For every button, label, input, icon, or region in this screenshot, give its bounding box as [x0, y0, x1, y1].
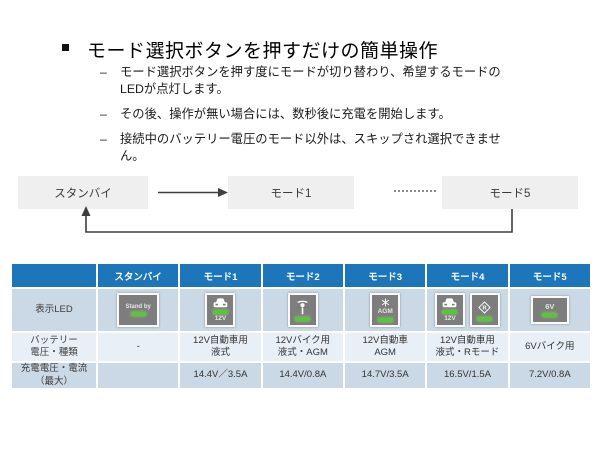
table-header-mode4: モード4: [427, 264, 508, 287]
mode5-voltage-label: 6V: [545, 302, 555, 312]
list-item: – その後、操作が無い場合には、数秒後に充電を開始します。: [100, 106, 540, 123]
mode5-led-tile: 6V: [530, 296, 569, 324]
green-led-bar: [212, 309, 228, 314]
bullet-dash: –: [100, 65, 107, 79]
led-cell-mode1: 12V: [180, 289, 261, 331]
charge-cell-standby: [98, 363, 179, 388]
mode-table: スタンバイ モード1 モード2 モード3 モード4 モード5 表示LED Sta…: [12, 264, 590, 388]
charge-cell-mode5: 7.2V/0.8A: [509, 363, 590, 388]
table-header-mode2: モード2: [262, 264, 343, 287]
led-cell-mode2: [262, 289, 343, 331]
r-diamond-letter: R: [483, 305, 487, 311]
green-led-bar: [130, 312, 146, 316]
mode1-led-tile: 12V: [205, 293, 236, 327]
bullet-text-2: その後、操作が無い場合には、数秒後に充電を開始します。: [120, 107, 451, 121]
r-diamond-icon: R: [478, 300, 492, 314]
table-header-standby: スタンバイ: [98, 264, 179, 287]
led-cell-mode4: 12V R: [427, 289, 508, 331]
bullet-dash: –: [100, 107, 107, 121]
mode4-r-led-tile: R: [469, 293, 500, 327]
green-led-bar: [377, 317, 393, 322]
arrow-right-head: [218, 188, 228, 197]
mode1-voltage-label: 12V: [214, 314, 227, 322]
charge-cell-mode4: 16.5V/1.5A: [427, 363, 508, 388]
led-cell-mode5: 6V: [509, 289, 590, 331]
battery-cell-standby: -: [98, 333, 179, 361]
row-label-led: 表示LED: [12, 289, 96, 331]
table-header-mode5: モード5: [509, 264, 590, 287]
green-led-bar: [542, 312, 558, 317]
list-item: – モード選択ボタンを押す度にモードが切り替わり、希望するモードのLEDが点灯し…: [100, 64, 540, 98]
standby-led-label: Stand by: [125, 304, 151, 310]
battery-cell-mode2: 12Vバイク用 液式・AGM: [262, 333, 343, 361]
mode3-agm-label: AGM: [377, 308, 393, 316]
snowflake-icon: [381, 298, 389, 307]
mode4-car-led-tile: 12V: [434, 293, 465, 327]
list-item: – 接続中のバッテリー電圧のモード以外は、スキップされ選択できません。: [100, 131, 540, 165]
green-led-bar: [477, 316, 493, 321]
row-label-charge: 充電電圧・電流 （最大）: [12, 363, 96, 388]
car-icon: [443, 298, 457, 307]
flow-box-standby: スタンバイ: [18, 176, 148, 209]
mode4-voltage-label: 12V: [444, 314, 456, 322]
bullet-list: – モード選択ボタンを押す度にモードが切り替わり、希望するモードのLEDが点灯し…: [100, 64, 540, 173]
led-cell-standby: Stand by: [98, 289, 179, 331]
battery-cell-mode5: 6Vバイク用: [509, 333, 590, 361]
green-led-bar: [442, 309, 458, 314]
led-cell-mode3: AGM: [345, 289, 426, 331]
table-header-mode3: モード3: [345, 264, 426, 287]
car-icon: [213, 298, 228, 307]
standby-led-tile: Stand by: [117, 293, 160, 327]
return-line: [85, 209, 513, 233]
title-block: モード選択ボタンを押すだけの簡単操作: [62, 36, 582, 63]
mode3-led-tile: AGM: [370, 293, 401, 327]
battery-cell-mode1: 12V自動車用 液式: [180, 333, 261, 361]
motorcycle-icon: [297, 300, 308, 314]
charge-cell-mode3: 14.7V/3.5A: [345, 363, 426, 388]
bullet-text-3: 接続中のバッテリー電圧のモード以外は、スキップされ選択できません。: [120, 132, 501, 163]
row-label-battery: バッテリー 電圧・種類: [12, 333, 96, 361]
bullet-dash: –: [100, 132, 107, 146]
title-bullet-square: [62, 44, 69, 51]
charge-cell-mode1: 14.4V／3.5A: [180, 363, 261, 388]
flow-ellipsis-dots: [394, 190, 436, 192]
bullet-text-1: モード選択ボタンを押す度にモードが切り替わり、希望するモードのLEDが点灯します…: [120, 65, 501, 96]
flow-box-mode5: モード5: [442, 176, 578, 209]
table-header-empty: [12, 264, 96, 287]
page-title: モード選択ボタンを押すだけの簡単操作: [87, 41, 439, 62]
flow-box-mode1: モード1: [228, 176, 354, 209]
mode2-led-tile: [287, 293, 318, 327]
battery-cell-mode3: 12V自動車 AGM: [345, 333, 426, 361]
battery-cell-mode4: 12V自動車用 液式・Rモード: [427, 333, 508, 361]
table-header-mode1: モード1: [180, 264, 261, 287]
charge-cell-mode2: 14.4V/0.8A: [262, 363, 343, 388]
green-led-bar: [295, 316, 311, 321]
